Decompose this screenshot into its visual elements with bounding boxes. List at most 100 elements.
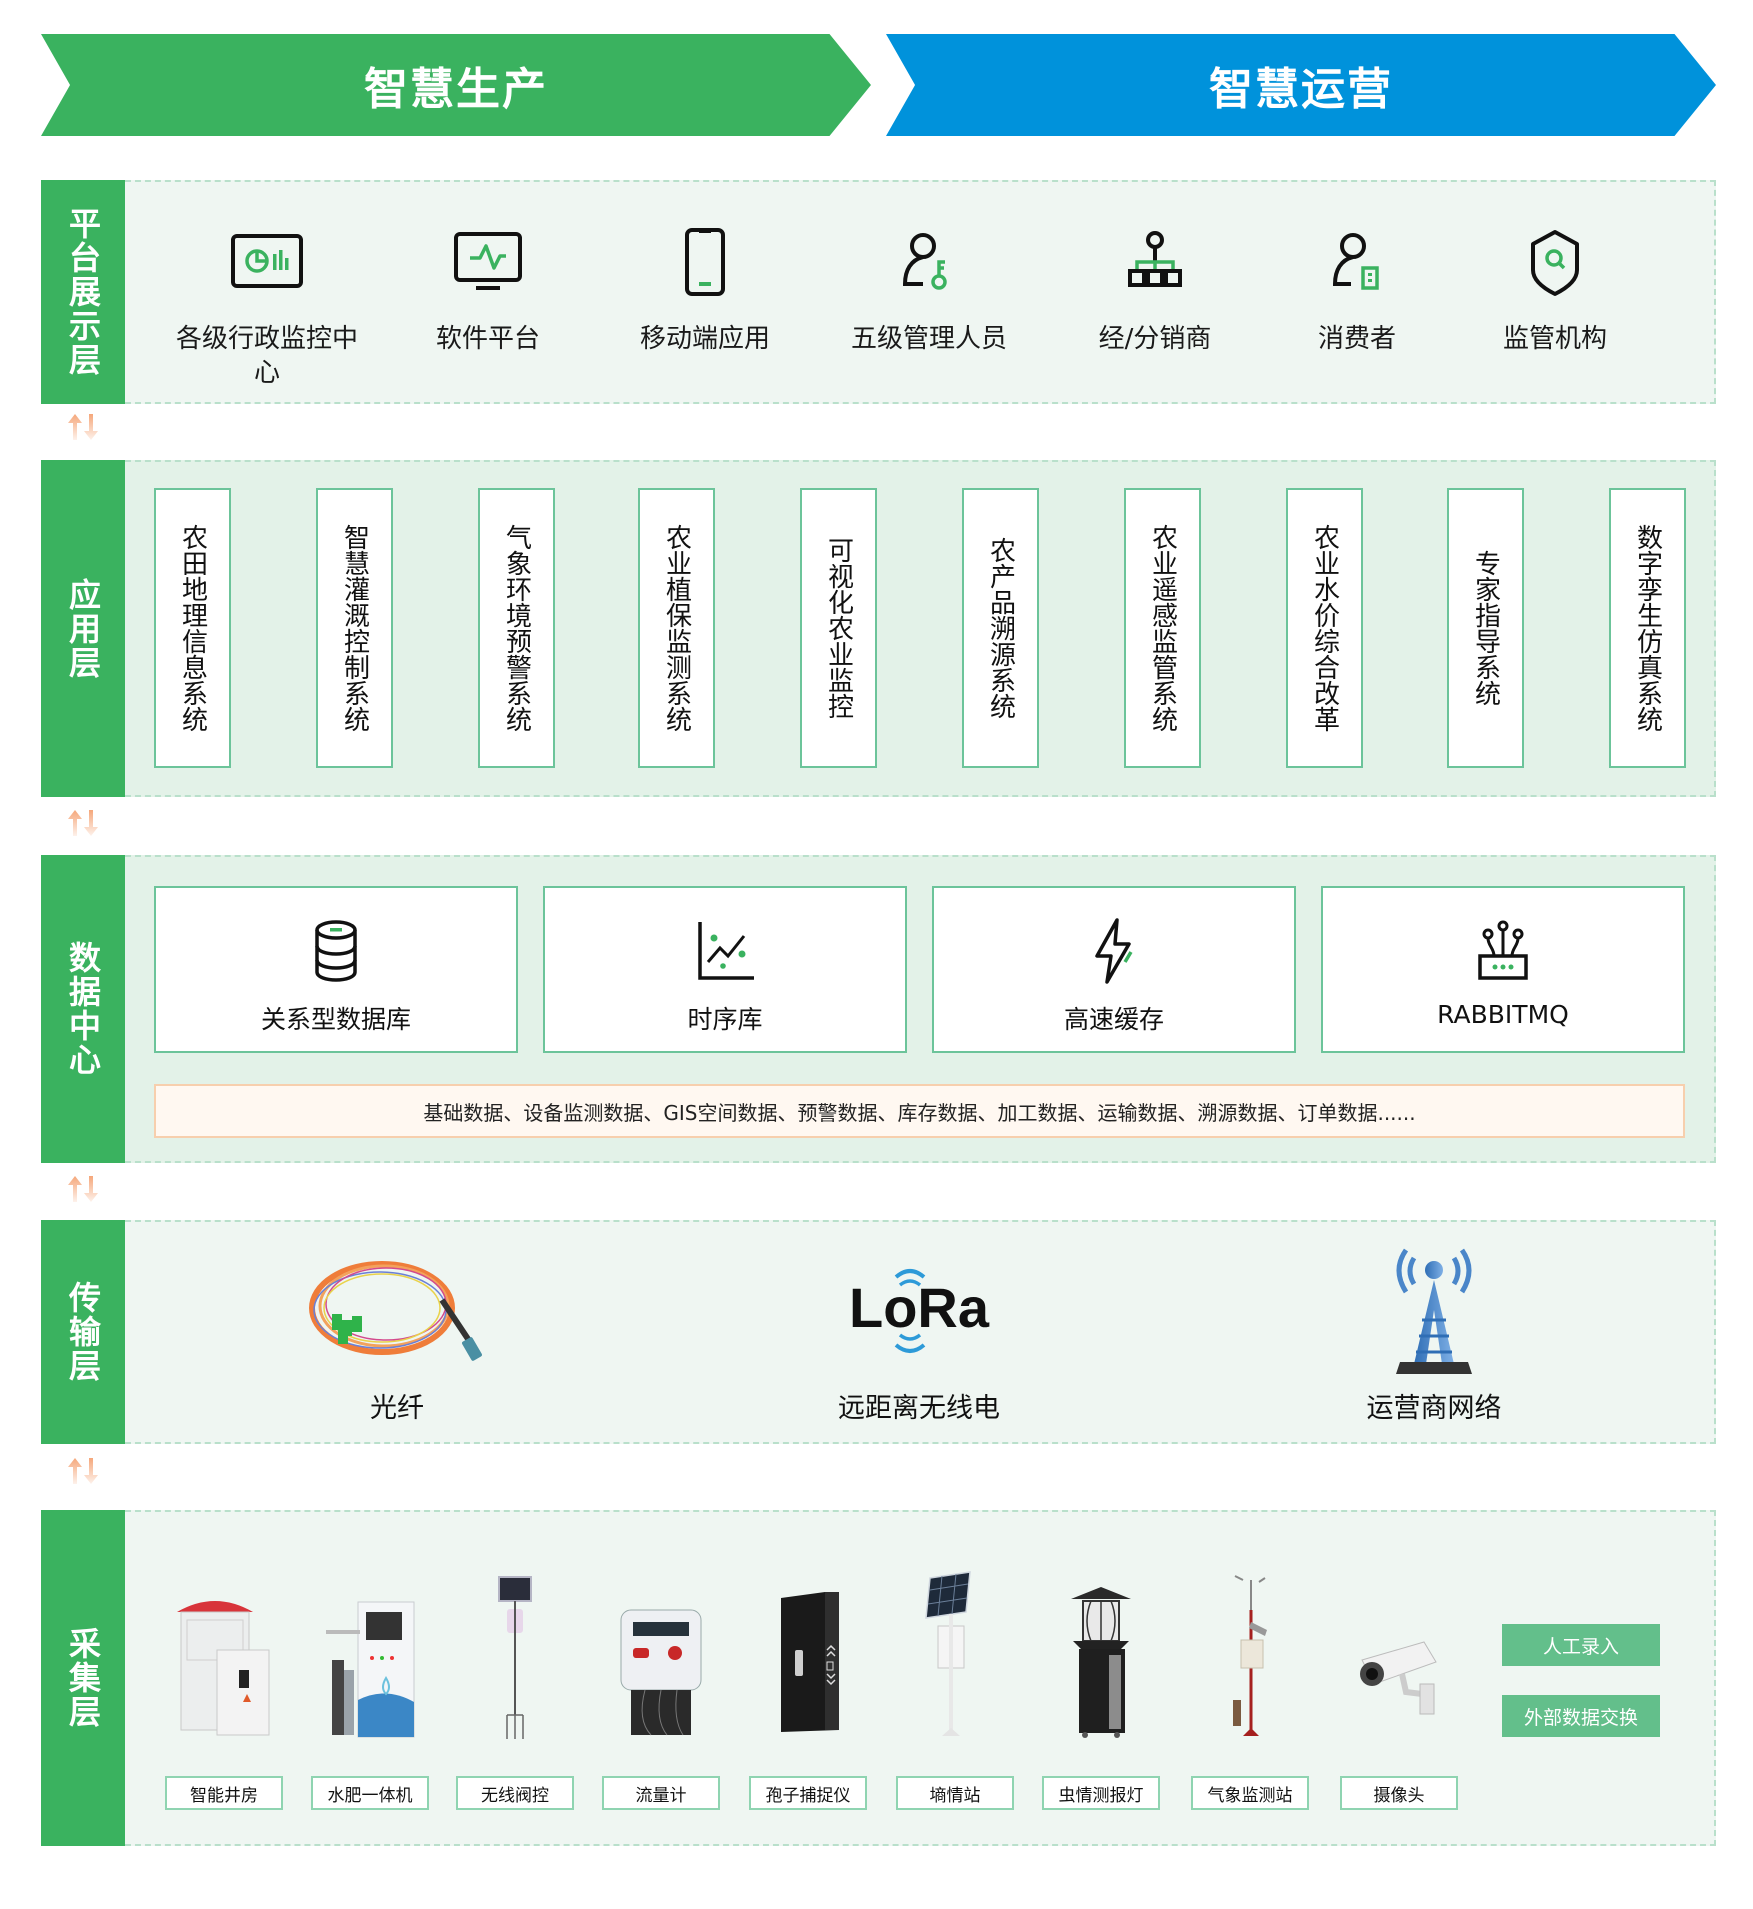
transport-layer-body — [125, 1220, 1716, 1444]
platform-item-label: 消费者 — [1317, 324, 1396, 354]
fiber-optic-cable-icon — [309, 1261, 482, 1361]
user-card-icon — [1332, 233, 1379, 290]
insect-lamp-icon — [1071, 1587, 1131, 1738]
device-label-wireless-valve: 无线阀控 — [456, 1776, 574, 1810]
platform-item-label: 经/分销商 — [1098, 324, 1212, 354]
transport-item-label: 光纤 — [370, 1393, 424, 1424]
device-wireless-valve-image — [450, 1565, 580, 1740]
device-weather-station-image — [1185, 1565, 1315, 1740]
app-card-weather-warning[interactable]: 气象环境预警系统 — [478, 488, 555, 768]
banner-smart-operation: 智慧运营 — [886, 34, 1716, 136]
platform-item-distributors: 经/分销商 — [1055, 222, 1255, 356]
device-water-fertilizer-image — [305, 1565, 435, 1740]
app-card-plant-protection[interactable]: 农业植保监测系统 — [638, 488, 715, 768]
monitor-pulse-icon — [454, 232, 522, 290]
scatter-chart-icon — [698, 922, 754, 980]
platform-item-software-platform: 软件平台 — [388, 222, 588, 356]
app-card-expert-guidance[interactable]: 专家指导系统 — [1447, 488, 1524, 768]
app-card-traceability[interactable]: 农产品溯源系统 — [962, 488, 1039, 768]
data-types-strip: 基础数据、设备监测数据、GIS空间数据、预警数据、库存数据、加工数据、运输数据、… — [154, 1084, 1685, 1138]
dc-card-cache[interactable]: 高速缓存 — [932, 886, 1296, 1053]
device-label-flowmeter: 流量计 — [602, 1776, 720, 1810]
device-label-text: 无线阀控 — [481, 1785, 549, 1806]
device-label-text: 智能井房 — [190, 1785, 258, 1806]
weather-station-icon — [1233, 1575, 1267, 1736]
dc-card-timeseries-db[interactable]: 时序库 — [543, 886, 907, 1053]
device-soil-moisture-station-image — [890, 1565, 1020, 1740]
dc-card-label: 高速缓存 — [1063, 1005, 1164, 1034]
up-down-arrows-icon — [68, 414, 98, 440]
device-label-smart-well-house: 智能井房 — [165, 1776, 283, 1810]
dc-card-relational-db[interactable]: 关系型数据库 — [154, 886, 518, 1053]
platform-item-regulators: 监管机构 — [1455, 222, 1655, 356]
app-card-digital-twin[interactable]: 数字孪生仿真系统 — [1609, 488, 1686, 768]
dc-card-label: RABBITMQ — [1437, 1000, 1569, 1029]
banner-smart-production-label: 智慧生产 — [364, 64, 548, 115]
app-card-label: 农产品溯源系统 — [985, 537, 1016, 719]
device-label-text: 水肥一体机 — [327, 1785, 413, 1806]
app-card-label: 农业遥感监管系统 — [1147, 524, 1178, 732]
platform-item-label: 移动端应用 — [639, 324, 770, 354]
app-card-visual-monitoring[interactable]: 可视化农业监控 — [800, 488, 877, 768]
user-key-icon — [902, 233, 947, 290]
platform-item-admin-monitor-center: 各级行政监控中心 — [167, 222, 367, 390]
device-insect-trap-lamp-image — [1036, 1565, 1166, 1740]
application-layer-label: 应用层 — [41, 460, 125, 797]
well-house-icon — [177, 1601, 270, 1736]
flowmeter-icon — [620, 1609, 702, 1736]
app-card-label: 农业水价综合改革 — [1309, 524, 1340, 732]
dc-card-rabbitmq[interactable]: RABBITMQ — [1321, 886, 1685, 1053]
platform-layer-label: 平台展示层 — [41, 180, 125, 404]
org-hierarchy-icon — [1128, 231, 1182, 287]
app-card-label: 农业植保监测系统 — [661, 524, 692, 732]
platform-item-consumers: 消费者 — [1257, 222, 1457, 356]
up-down-arrows-icon — [68, 1458, 98, 1484]
lightning-icon — [1095, 918, 1133, 984]
up-down-arrows-icon — [68, 810, 98, 836]
transport-layer-label: 传输层 — [41, 1220, 125, 1444]
device-label-weather-station: 气象监测站 — [1191, 1776, 1309, 1810]
up-down-arrows-icon — [68, 1176, 98, 1202]
banner-smart-operation-label: 智慧运营 — [1209, 64, 1393, 115]
app-card-label: 智慧灌溉控制系统 — [339, 524, 370, 732]
shield-search-icon — [1531, 230, 1579, 296]
transport-item-label: 运营商网络 — [1366, 1393, 1502, 1424]
device-label-spore-trap: 孢子捕捉仪 — [749, 1776, 867, 1810]
platform-item-label: 五级管理人员 — [850, 324, 1007, 354]
lora-logo-text: LoRa — [849, 1276, 990, 1339]
dc-card-label: 时序库 — [687, 1005, 763, 1034]
manual-entry-button[interactable]: 人工录入 — [1502, 1624, 1660, 1666]
device-smart-well-house-image — [159, 1565, 289, 1740]
transport-item-fiber: 光纤 — [247, 1240, 547, 1425]
transport-layer: 传输层 — [41, 1220, 1716, 1444]
device-label-soil-station: 墒情站 — [896, 1776, 1014, 1810]
spore-trap-icon — [781, 1592, 839, 1732]
app-card-smart-irrigation[interactable]: 智慧灌溉控制系统 — [316, 488, 393, 768]
data-types-text: 基础数据、设备监测数据、GIS空间数据、预警数据、库存数据、加工数据、运输数据、… — [423, 1100, 1416, 1125]
device-label-water-fertilizer: 水肥一体机 — [311, 1776, 429, 1810]
platform-item-label: 各级行政监控中心 — [175, 324, 358, 388]
device-spore-trap-image — [743, 1565, 873, 1740]
datacenter-layer-label: 数据中心 — [41, 855, 125, 1163]
lora-logo-icon: LoRa — [849, 1269, 990, 1353]
app-card-water-price-reform[interactable]: 农业水价综合改革 — [1286, 488, 1363, 768]
app-card-label: 数字孪生仿真系统 — [1632, 524, 1663, 732]
app-card-label: 专家指导系统 — [1470, 550, 1501, 706]
manual-entry-label: 人工录入 — [1542, 1635, 1619, 1658]
device-camera-image — [1334, 1565, 1464, 1740]
app-card-farmland-gis[interactable]: 农田地理信息系统 — [154, 488, 231, 768]
device-label-text: 摄像头 — [1373, 1785, 1425, 1806]
dc-card-label: 关系型数据库 — [260, 1005, 411, 1034]
router-icon — [1478, 920, 1528, 980]
platform-item-label: 软件平台 — [435, 324, 540, 354]
soil-station-icon — [925, 1571, 971, 1736]
banner-smart-production: 智慧生产 — [41, 34, 871, 136]
device-flowmeter-image — [596, 1565, 726, 1740]
mobile-phone-icon — [685, 228, 725, 296]
platform-layer-body — [125, 180, 1716, 404]
device-label-insect-lamp: 虫情测报灯 — [1042, 1776, 1160, 1810]
cctv-camera-icon — [1360, 1641, 1437, 1715]
external-data-exchange-button[interactable]: 外部数据交换 — [1502, 1695, 1660, 1737]
device-label-camera: 摄像头 — [1340, 1776, 1458, 1810]
app-card-remote-sensing[interactable]: 农业遥感监管系统 — [1124, 488, 1201, 768]
